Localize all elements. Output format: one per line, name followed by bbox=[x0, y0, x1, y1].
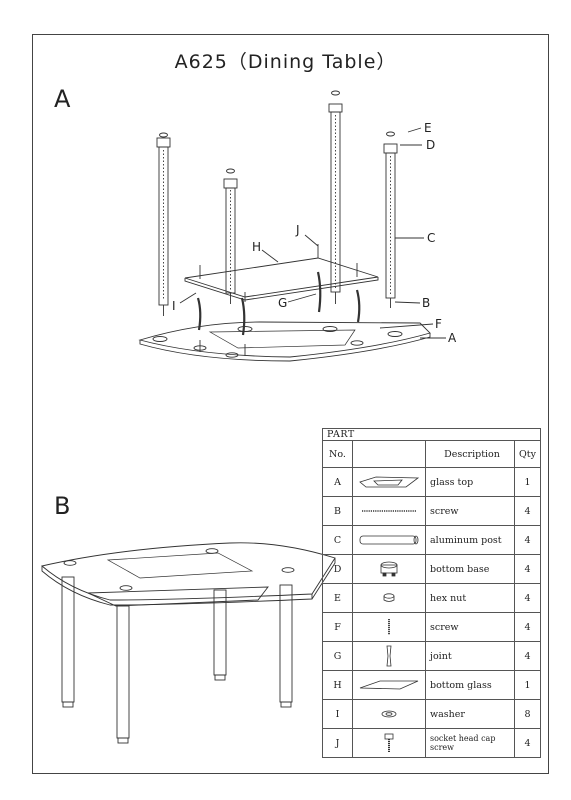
parts-row-b: B screw 4 bbox=[322, 496, 541, 526]
callout-f: F bbox=[435, 317, 442, 331]
aluminum-post-icon bbox=[359, 535, 419, 545]
callout-d: D bbox=[426, 138, 435, 152]
header-qty: Qty bbox=[514, 440, 541, 468]
callout-e: E bbox=[424, 121, 432, 135]
parts-row-j: J socket head cap screw 4 bbox=[322, 728, 541, 758]
header-description: Description bbox=[425, 440, 515, 468]
section-a-label: A bbox=[54, 85, 71, 113]
header-icon bbox=[352, 440, 426, 468]
glass-top-icon bbox=[359, 476, 420, 488]
section-b-label: B bbox=[54, 492, 71, 520]
bottom-base-icon bbox=[380, 561, 398, 577]
socket-head-cap-screw-icon bbox=[384, 733, 394, 752]
header-no: No. bbox=[322, 440, 353, 468]
callout-g: G bbox=[278, 296, 287, 310]
washer-icon bbox=[381, 710, 397, 718]
callout-i: I bbox=[172, 299, 176, 313]
callout-h: H bbox=[252, 240, 261, 254]
parts-row-f: F screw 4 bbox=[322, 612, 541, 642]
joint-icon bbox=[386, 645, 392, 667]
bottom-glass-part bbox=[184, 257, 379, 298]
hex-nut-icon bbox=[383, 593, 395, 602]
assembled-table-top bbox=[41, 542, 336, 601]
drawing-frame bbox=[32, 34, 549, 774]
parts-table: PART No. Description Qty A glass top 1 B… bbox=[322, 428, 541, 758]
bottom-glass-icon bbox=[359, 680, 419, 690]
parts-row-e: E hex nut 4 bbox=[322, 583, 541, 613]
post-tall bbox=[328, 90, 343, 304]
parts-table-caption: PART bbox=[322, 428, 541, 441]
callout-b: B bbox=[422, 296, 430, 310]
parts-row-d: D bottom base 4 bbox=[322, 554, 541, 584]
page-title: A625（Dining Table） bbox=[174, 51, 397, 73]
screw-icon bbox=[388, 619, 390, 635]
parts-row-a: A glass top 1 bbox=[322, 467, 541, 497]
parts-row-h: H bottom glass 1 bbox=[322, 670, 541, 700]
callout-j: J bbox=[295, 223, 300, 237]
parts-row-g: G joint 4 bbox=[322, 641, 541, 671]
post-left-back bbox=[156, 132, 171, 316]
glass-top-part bbox=[138, 321, 431, 358]
post-mid bbox=[223, 168, 238, 304]
parts-row-c: C aluminum post 4 bbox=[322, 525, 541, 555]
callout-c: C bbox=[427, 231, 435, 245]
parts-row-i: I washer 8 bbox=[322, 699, 541, 729]
screw-rod-icon bbox=[362, 510, 416, 512]
post-right bbox=[383, 131, 398, 308]
callout-a: A bbox=[448, 331, 457, 345]
